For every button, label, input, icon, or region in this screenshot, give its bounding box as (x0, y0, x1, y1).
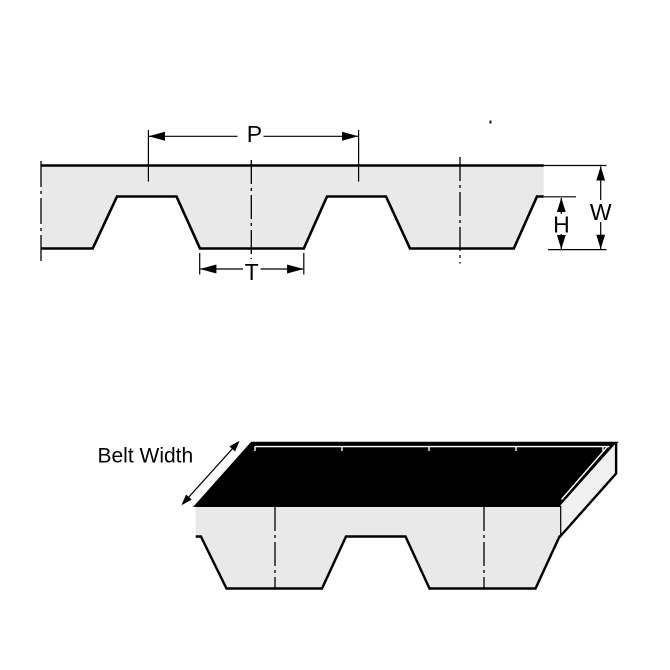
belt-thickness-arrowhead-bottom (596, 234, 606, 249)
pitch-dimension: P (147, 121, 360, 182)
top-face-back-edge-highlight (254, 445, 610, 500)
pitch-label: P (247, 121, 262, 147)
speck (489, 120, 492, 124)
belt-width-arrow (181, 440, 240, 506)
tooth-height-arrowhead-top (556, 197, 566, 212)
belt-side-face (560, 443, 617, 537)
pitch-arrowhead-right (342, 131, 359, 141)
belt-thickness-label-mask (586, 200, 615, 222)
tooth-height-dimension: H (552, 197, 571, 250)
belt-front-face-fill (195, 505, 561, 589)
tooth-width-label: T (245, 259, 259, 285)
tooth-height-label: H (553, 212, 570, 238)
tooth-width-label-mask (243, 261, 261, 277)
tooth-height-label-mask (552, 214, 571, 234)
belt-front-face-outline (195, 504, 561, 590)
tooth-width-dimension: T (199, 253, 305, 285)
belt-top-face (193, 441, 619, 507)
tooth-width-arrowhead-left (200, 264, 217, 274)
belt-thickness-label: W (590, 199, 612, 225)
tooth-height-arrowhead-bottom (556, 235, 566, 250)
belt-3d-figure: Belt Width (98, 440, 619, 590)
belt-width-arrowhead-upper (229, 440, 240, 452)
belt-profile-tooth-outline (41, 195, 544, 250)
tooth-width-arrowhead-right (287, 264, 304, 274)
top-face-right-edge-highlight (560, 446, 609, 500)
belt-thickness-dimension: W (586, 166, 615, 249)
pitch-arrowhead-left (148, 131, 165, 141)
belt-cross-section-figure: P T H W (40, 120, 615, 285)
belt-width-label: Belt Width (98, 445, 194, 468)
belt-thickness-arrowhead-top (596, 166, 606, 181)
belt-width-arrow-shaft (187, 447, 234, 499)
belt-profile-fill (41, 165, 544, 249)
belt-width-arrowhead-lower (181, 494, 192, 506)
pitch-label-mask (237, 124, 264, 147)
